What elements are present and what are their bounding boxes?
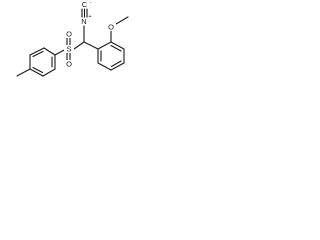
atom-oxygen-bottom: O [64, 60, 74, 69]
methoxy-oxygen-label: O [108, 23, 114, 32]
bond-anisyl-double-2 [110, 60, 122, 68]
atom-isocyanide-carbon: C - [79, 0, 92, 9]
bond-tolyl-5 [42, 68, 56, 77]
bond-tolyl-2 [29, 47, 45, 56]
atom-sulfur: S [64, 45, 74, 54]
sulfonyl-oxygen-bottom-label: O [66, 60, 72, 69]
nitrogen-charge: + [88, 14, 91, 20]
bond-tolyl-1 [43, 47, 56, 56]
atom-methoxy-oxygen: O [106, 23, 116, 32]
isocyanide-carbon-charge: - [90, 0, 92, 6]
isocyanide-carbon-label: C [82, 0, 88, 9]
nitrogen-label: N [81, 17, 86, 26]
bond-tolyl-methyl [16, 68, 31, 77]
bond-tolyl-4 [29, 68, 44, 77]
bond-anisyl-1 [97, 41, 112, 50]
bond-anisyl-2 [110, 41, 125, 50]
bond-anisyl-4 [110, 62, 125, 71]
bond-ch-anisyl [83, 41, 99, 50]
anisyl-ring [97, 41, 125, 71]
atom-nitrogen: N + [79, 14, 92, 26]
sulfonyl-oxygen-top-label: O [66, 30, 72, 39]
sulfur-label: S [66, 45, 71, 54]
bond-anisyl-double-1 [110, 44, 122, 52]
bond-anisyl-5 [97, 62, 112, 71]
bond-tolyl-double-1 [32, 50, 44, 58]
bond-sulfur-ch [73, 41, 85, 50]
bond-tolyl-double-2 [32, 66, 44, 74]
bond-methoxy-o-ch3 [115, 16, 129, 25]
tolyl-ring [29, 47, 56, 77]
atom-oxygen-top: O [64, 30, 74, 39]
chemical-structure-diagram: N + C - S O O O [16, 0, 129, 77]
